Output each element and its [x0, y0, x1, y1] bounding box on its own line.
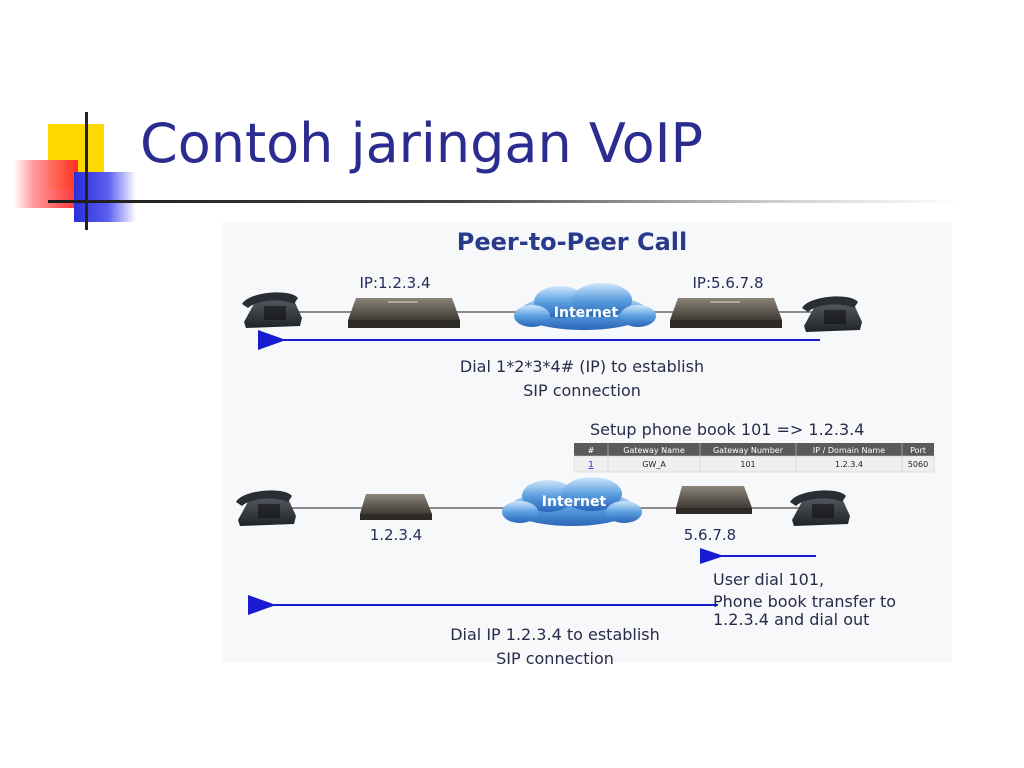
table-cell-gateway-name: GW_A — [642, 460, 666, 469]
table-header-ip-domain: IP / Domain Name — [813, 446, 885, 455]
telephone-icon — [242, 292, 302, 328]
top-caption-line1: Dial 1*2*3*4# (IP) to establish — [460, 357, 704, 376]
internet-label-top: Internet — [554, 305, 619, 321]
internet-cloud-icon — [514, 283, 656, 330]
internet-label-bottom: Internet — [542, 494, 607, 510]
gateway-router-icon — [360, 494, 432, 520]
title-underline-rule — [48, 200, 960, 203]
telephone-icon — [236, 490, 296, 526]
slide-title: Contoh jaringan VoIP — [140, 112, 704, 175]
table-header-gateway-number: Gateway Number — [713, 446, 784, 455]
telephone-icon — [802, 296, 862, 332]
bottom-right-ip-label: 5.6.7.8 — [684, 526, 736, 544]
bottom-caption-line1: Dial IP 1.2.3.4 to establish — [450, 625, 660, 644]
bottom-caption-line2: SIP connection — [496, 649, 614, 668]
gateway-router-icon — [670, 298, 782, 328]
table-cell-index[interactable]: 1 — [588, 460, 593, 469]
user-dial-line1: User dial 101, — [713, 570, 824, 589]
user-dial-line2: Phone book transfer to — [713, 592, 896, 611]
table-header-port: Port — [910, 446, 926, 455]
top-right-ip-label: IP:5.6.7.8 — [692, 274, 763, 292]
voip-diagram: Peer-to-Peer Call IP:1.2.3.4 IP:5.6.7.8 … — [222, 222, 952, 668]
bottom-left-ip-label: 1.2.3.4 — [370, 526, 422, 544]
table-cell-ip-domain: 1.2.3.4 — [835, 460, 863, 469]
diagram-title: Peer-to-Peer Call — [457, 228, 687, 256]
gateway-router-icon — [348, 298, 460, 328]
internet-cloud-icon — [502, 477, 642, 526]
gateway-router-icon — [676, 486, 752, 514]
table-cell-gateway-number: 101 — [740, 460, 755, 469]
phonebook-title: Setup phone book 101 => 1.2.3.4 — [590, 420, 864, 439]
title-decoration-blue-square — [74, 172, 136, 222]
title-decoration-vertical-line — [85, 112, 88, 230]
table-header-index: # — [588, 446, 595, 455]
top-left-ip-label: IP:1.2.3.4 — [359, 274, 430, 292]
phonebook-table: # Gateway Name Gateway Number IP / Domai… — [573, 443, 935, 473]
table-header-gateway-name: Gateway Name — [623, 446, 685, 455]
telephone-icon — [790, 490, 850, 526]
top-caption-line2: SIP connection — [523, 381, 641, 400]
user-dial-line3: 1.2.3.4 and dial out — [713, 610, 869, 629]
table-cell-port: 5060 — [908, 460, 928, 469]
